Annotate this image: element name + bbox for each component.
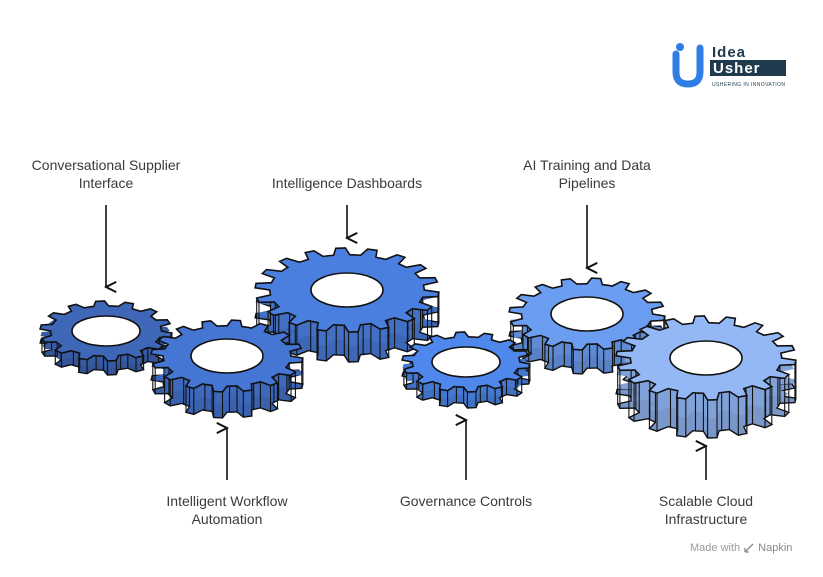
label-intelligence-dashboards: Intelligence Dashboards [271,175,423,191]
napkin-icon [744,543,754,553]
logo-line2: Usher [713,60,761,77]
label-scalable-cloud-infrastructure: Scalable Cloud Infrastructure [658,493,754,527]
label-intelligent-workflow-automation: Intelligent Workflow Automation [166,493,288,527]
logo-tagline: USHERING IN INNOVATION [712,82,785,88]
logo-line1: Idea [712,44,746,61]
gear-cloud-hole [669,340,743,376]
logo-usher-box [710,60,786,76]
label-ai-training-data-pipelines: AI Training and Data Pipelines [523,157,651,191]
gear-workflow [150,319,304,419]
gear-workflow-hole [190,338,264,374]
gear-ai-training-hole [550,296,624,332]
gear-dashboards [254,247,440,363]
logo-u-mark [672,43,704,88]
label-conversational-supplier-interface: Conversational Supplier Interface [31,157,181,191]
gear-dashboards-hole [310,272,384,308]
gear-conversational [39,300,173,376]
label-governance-controls: Governance Controls [399,493,533,509]
made-with-text: Made with [690,542,741,554]
gear-conversational-hole [71,315,141,347]
gear-cloud [615,315,797,439]
made-with-napkin: Made with Napkin [690,542,792,554]
gear-governance [401,331,531,409]
ideausher-logo: Idea Usher USHERING IN INNOVATION [672,40,792,90]
napkin-brand: Napkin [758,542,793,554]
gear-governance-hole [431,346,501,378]
